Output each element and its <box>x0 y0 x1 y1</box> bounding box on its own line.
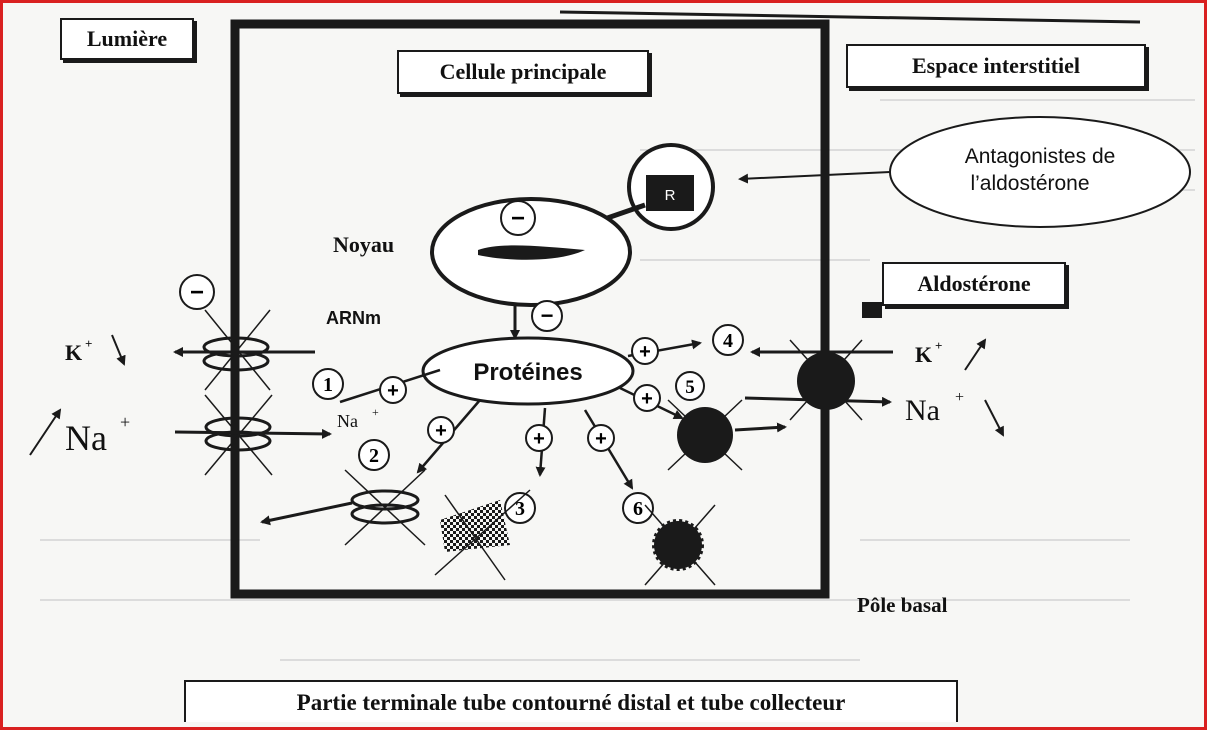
step-2-path: + 2 <box>260 399 481 546</box>
apical-na-channel <box>174 394 332 476</box>
aldosterone-label-box: Aldostérone <box>882 262 1066 306</box>
k-left-label: K <box>65 340 82 365</box>
antagonists-arrow <box>738 171 891 184</box>
principal-cell-outline <box>230 19 830 599</box>
step-1-path: 1 + Na + <box>312 368 441 431</box>
na-right-decrease-arrow <box>984 399 1004 437</box>
antagonists-label-2: l’aldostérone <box>970 172 1089 195</box>
mrna-minus-sign: − <box>541 303 554 328</box>
step-4-number: 4 <box>723 330 733 352</box>
step-4-path: + 4 <box>627 324 744 365</box>
interstitial-label: Espace interstitiel <box>911 53 1081 78</box>
receptor-label: R <box>665 187 676 204</box>
svg-text:+: + <box>533 428 545 450</box>
step-3-number: 3 <box>515 498 525 520</box>
dna-strand <box>478 245 585 260</box>
mrna-minus-badge <box>531 300 563 332</box>
checkered-block <box>440 500 510 552</box>
proteins-label: Protéines <box>473 359 582 386</box>
aldosterone-label: Aldostérone <box>917 271 1031 296</box>
svg-text:+: + <box>955 389 964 406</box>
lumen-label: Lumière <box>86 26 168 51</box>
apical-k-channel: − <box>173 274 315 395</box>
nucleus-minus-sign: − <box>511 205 525 232</box>
caption-label: Partie terminale tube contourné distal e… <box>296 689 846 715</box>
step-5-number: 5 <box>685 377 695 398</box>
svg-text:+: + <box>120 412 130 432</box>
step-1-number: 1 <box>323 374 333 396</box>
svg-text:+: + <box>435 420 447 442</box>
antagonists-label-1: Antagonistes de <box>965 145 1116 168</box>
k-right-increase-arrow <box>964 338 987 371</box>
basolateral-pump <box>744 339 893 421</box>
nucleus-label: Noyau <box>333 232 394 257</box>
step-5-path: + 5 <box>619 371 787 471</box>
svg-text:+: + <box>387 380 399 402</box>
na-left-increase-arrow <box>29 408 62 456</box>
step-2-number: 2 <box>369 445 379 467</box>
step-6-path: + 6 <box>583 409 716 586</box>
basal-pole-label: Pôle basal <box>857 593 948 617</box>
receptor-square <box>646 175 694 211</box>
cell-label-box: Cellule principale <box>397 50 649 94</box>
svg-text:+: + <box>641 388 653 410</box>
nucleus-minus-badge <box>500 200 536 236</box>
na-right-label: Na <box>905 394 940 427</box>
caption-box: Partie terminale tube contourné distal e… <box>184 680 958 722</box>
cell-label: Cellule principale <box>439 59 607 84</box>
step-3-path: + 3 <box>434 407 553 581</box>
interstitial-label-box: Espace interstitiel <box>846 44 1146 88</box>
svg-text:+: + <box>85 336 92 351</box>
na-small-label: Na <box>337 411 358 431</box>
k-right-label: K <box>915 342 932 367</box>
k-left-decrease-arrow <box>111 334 126 366</box>
proteins-ellipse <box>421 336 635 406</box>
step-6-number: 6 <box>633 498 643 520</box>
mrna-label: ARNm <box>326 308 381 328</box>
top-page-edge <box>559 10 1141 24</box>
aldosterone-molecule <box>862 302 882 318</box>
svg-text:+: + <box>595 428 607 450</box>
svg-text:+: + <box>639 341 651 363</box>
svg-text:+: + <box>935 338 942 353</box>
na-left-label: Na <box>65 418 107 458</box>
svg-text:−: − <box>190 279 204 306</box>
lumen-label-box: Lumière <box>60 18 194 60</box>
svg-text:+: + <box>372 405 379 419</box>
